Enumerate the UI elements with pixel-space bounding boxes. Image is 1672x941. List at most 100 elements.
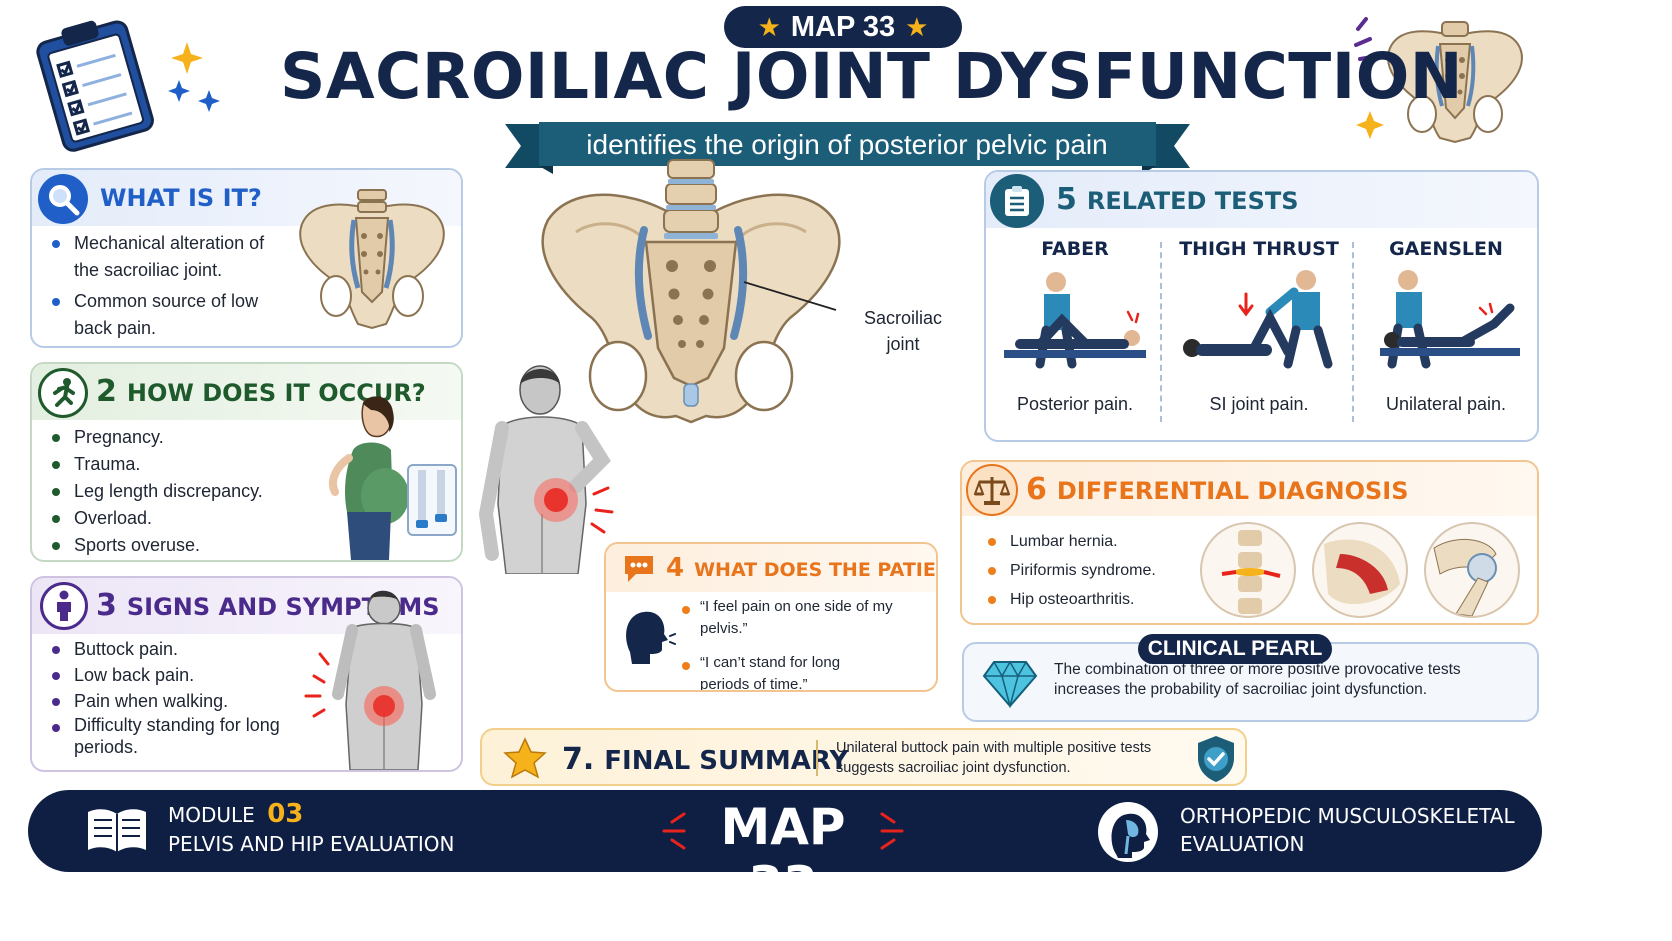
sacroiliac-joint-label: Sacroiliac joint (863, 308, 943, 354)
star-icon: ★ (905, 11, 929, 42)
test-result: Unilateral pain. (1385, 394, 1507, 414)
star-icon: ★ (757, 11, 781, 42)
list-item: Sports overuse. (32, 532, 312, 559)
panel-header (606, 544, 936, 592)
list-item: Pain when walking. (32, 688, 292, 715)
divider (1160, 242, 1162, 422)
panel-header (962, 462, 1537, 516)
pelvis-icon (1380, 18, 1530, 150)
section-number: 4 (666, 553, 685, 583)
patient-quotes: “I feel pain on one side of my pelvis.” … (662, 596, 934, 690)
speaking-head-icon (620, 606, 676, 666)
subtitle: identifies the origin of posterior pelvi… (586, 129, 1108, 160)
map-badge: ★ MAP 33 ★ (724, 6, 962, 48)
faber-illustration (1000, 268, 1150, 378)
test-card-gaenslen: GAENSLEN Unilateral pain. (1356, 228, 1536, 428)
pelvis-illustration (292, 184, 452, 339)
differential-list: Lumbar hernia. Piriformis syndrome. Hip … (968, 528, 1208, 613)
clinical-pearl-label: CLINICAL PEARL (1138, 634, 1332, 664)
man-back-pain-illustration (478, 364, 626, 574)
page-title: SACROILIAC JOINT DYSFUNCTION (280, 40, 1464, 113)
panel-header (986, 172, 1537, 228)
sparkle-icon (1352, 15, 1392, 145)
list-item: Buttock pain. (32, 636, 292, 663)
module-number: 03 (267, 799, 304, 829)
clipboard-icon (30, 12, 160, 152)
checklist-icon (990, 174, 1044, 228)
star-icon (502, 736, 548, 782)
runner-icon (38, 368, 88, 418)
pelvis-anatomy-illustration (536, 158, 846, 453)
list-item: Hip osteoarthritis. (968, 586, 1208, 613)
test-name: GAENSLEN (1389, 238, 1503, 260)
map-accent-left (658, 808, 688, 854)
subtitle-ribbon (505, 118, 1190, 174)
test-name: THIGH THRUST (1179, 238, 1339, 260)
test-result: Posterior pain. (1016, 394, 1134, 414)
what-is-it-panel: WHAT IS IT? Mechanical alteration of the… (30, 168, 463, 348)
patient-say-title: 4 WHAT DOES THE PATIENT SAY? (666, 553, 936, 583)
shield-check-icon (1194, 734, 1238, 784)
how-occurs-list: Pregnancy. Trauma. Leg length discrepanc… (32, 424, 312, 559)
diamond-icon (982, 658, 1038, 708)
list-item: Leg length discrepancy. (32, 478, 312, 505)
signs-list: Buttock pain. Low back pain. Pain when w… (32, 636, 292, 758)
what-is-it-list: Mechanical alteration of the sacroiliac … (32, 230, 292, 342)
lumbar-hernia-illustration (1200, 522, 1296, 618)
section-title: DIFFERENTIAL DIAGNOSIS (1056, 477, 1409, 505)
section-title: RELATED TESTS (1086, 187, 1299, 215)
footer-bar: MODULE 03 PELVIS AND HIP EVALUATION MAP … (28, 790, 1542, 914)
hip-osteoarthritis-illustration (1424, 522, 1520, 618)
related-tests-panel: 5 RELATED TESTS FABER Posterior pain. THI… (984, 170, 1539, 442)
course-line-2: EVALUATION (1180, 832, 1305, 856)
list-item: Pregnancy. (32, 424, 312, 451)
footer-map-label: MAP 33 (720, 798, 846, 914)
sparkle-icon (165, 40, 225, 115)
final-summary-text: Unilateral buttock pain with multiple po… (836, 740, 1152, 776)
section-number: 3 (96, 588, 117, 623)
test-name: FABER (1041, 238, 1109, 260)
magnifier-icon (38, 174, 88, 224)
list-item: Difficulty standing for long periods. (32, 714, 292, 758)
back-pain-illustration (294, 584, 454, 770)
list-item: Common source of low back pain. (32, 288, 292, 342)
module-name: PELVIS AND HIP EVALUATION (168, 832, 455, 856)
quote-item: “I can’t stand for long periods of time.… (662, 652, 882, 690)
list-item: Low back pain. (32, 662, 292, 689)
summary-divider (816, 740, 818, 776)
section-title: WHAT DOES THE PATIENT SAY? (694, 559, 936, 581)
related-tests-title: 5 RELATED TESTS (1056, 182, 1299, 217)
pregnant-woman-illustration (307, 392, 417, 560)
patient-say-panel: 4 WHAT DOES THE PATIENT SAY? “I feel pain… (604, 542, 938, 692)
scales-icon (966, 464, 1018, 516)
list-item: Piriformis syndrome. (968, 557, 1208, 584)
thigh-thrust-illustration (1178, 268, 1340, 378)
module-label: MODULE 03 (168, 800, 303, 829)
anatomy-head-icon (1098, 802, 1158, 862)
test-card-faber: FABER Posterior pain. (992, 228, 1158, 428)
test-result: SI joint pain. (1209, 394, 1309, 414)
module-label-text: MODULE (168, 803, 255, 827)
what-is-it-title: WHAT IS IT? (100, 184, 262, 212)
person-icon (40, 582, 88, 630)
list-item: Overload. (32, 505, 312, 532)
section-number: 5 (1056, 182, 1077, 217)
course-line-1: ORTHOPEDIC MUSCULOSKELETAL (1180, 804, 1515, 828)
list-item: Trauma. (32, 451, 312, 478)
test-card-thigh-thrust: THIGH THRUST SI joint pain. (1164, 228, 1354, 428)
quote-item: “I feel pain on one side of my pelvis.” (662, 596, 934, 640)
list-item: Lumbar hernia. (968, 528, 1208, 555)
section-number: 2 (96, 374, 117, 409)
map-badge-label: MAP 33 (790, 10, 896, 43)
open-book-icon (84, 804, 150, 856)
list-item: Mechanical alteration of the sacroiliac … (32, 230, 292, 284)
leg-length-inset (407, 464, 457, 536)
piriformis-illustration (1312, 522, 1408, 618)
section-number: 7. (562, 742, 595, 777)
section-title: FINAL SUMMARY (604, 746, 849, 776)
gaenslen-illustration (1370, 268, 1526, 378)
